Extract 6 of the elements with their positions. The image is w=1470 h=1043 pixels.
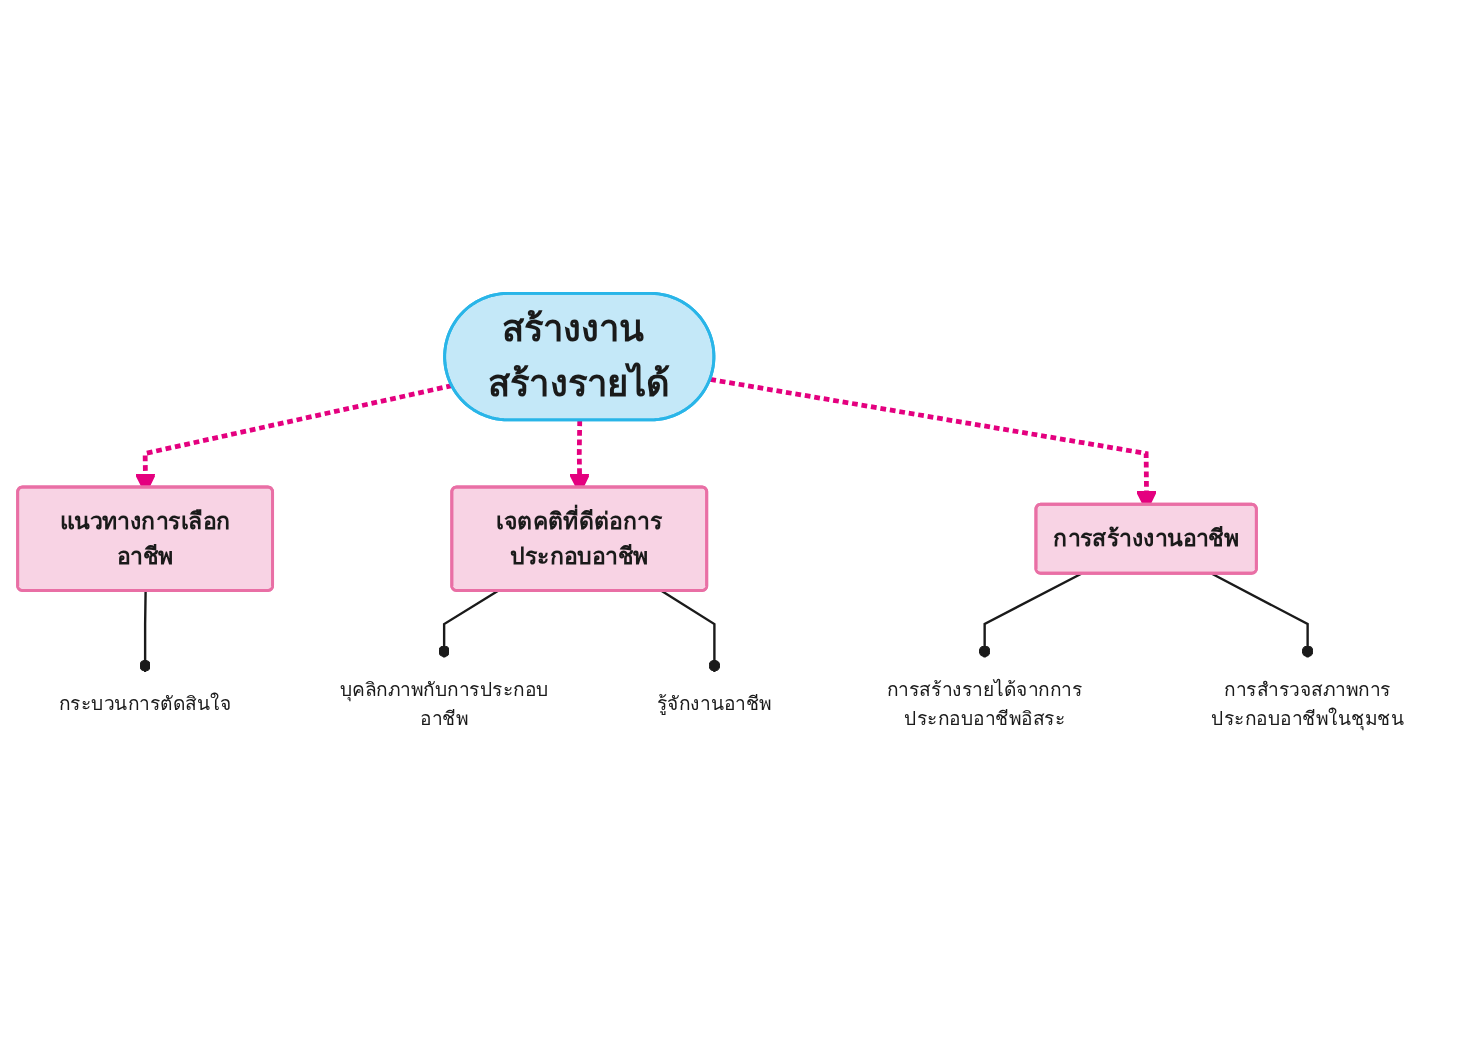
connector xyxy=(139,590,151,672)
node-text: รู้จักงานอาชีพ xyxy=(656,692,772,716)
node-text: กระบวนการตัดสินใจ xyxy=(58,692,232,716)
node-text: บุคลิกภาพกับการประกอบอาชีพ xyxy=(339,677,549,730)
node-text: การสร้างรายได้จากการประกอบอาชีพอิสระ xyxy=(886,677,1083,730)
node-text: การสำรวจสภาพการประกอบอาชีพในชุมชน xyxy=(1211,677,1404,730)
